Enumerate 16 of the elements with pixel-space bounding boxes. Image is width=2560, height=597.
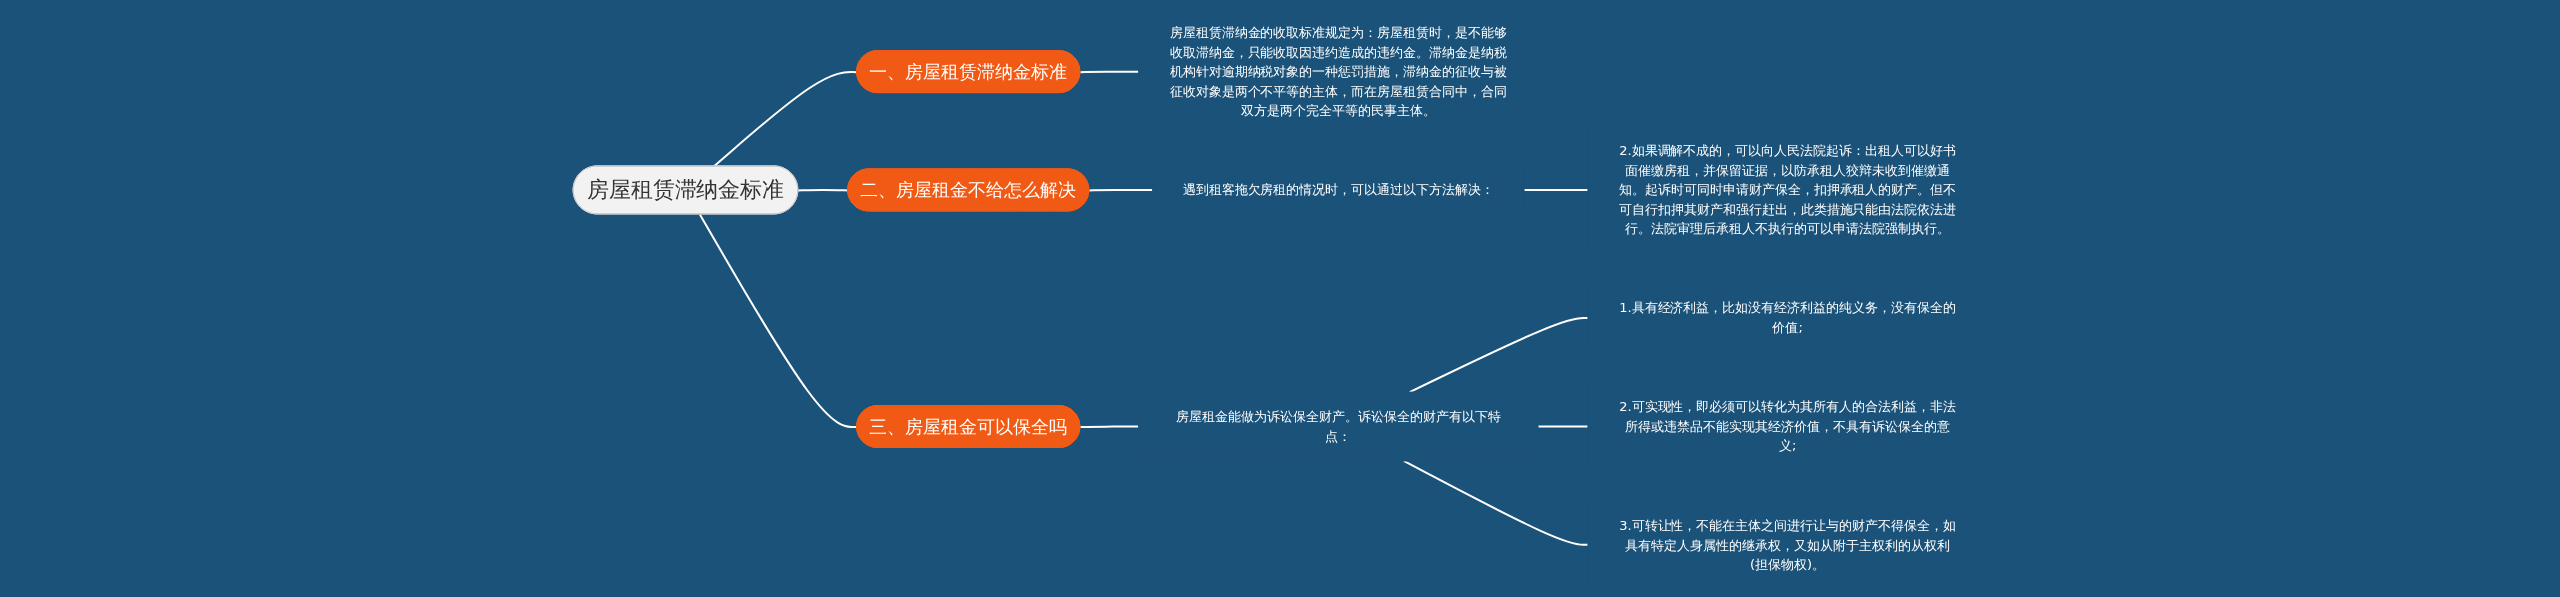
connector bbox=[1088, 188, 1154, 192]
node-text: 2.如果调解不成的，可以向人民法院起诉：出租人可以好书面催缴房租，并保留证据，以防承租人狡辩未收到催缴通知。起诉时可同时申请财产保全，扣押承租人的财产。但不可自行扣押其财产和强行赶出，此类措施只能由法院依法进行。法院审理后承租人不执行的可以申请法院强制执行。 bbox=[1618, 143, 1957, 237]
node-text: 房屋租金能做为诉讼保全财产。诉讼保全的财产有以下特点： bbox=[1175, 409, 1501, 444]
connector bbox=[1522, 188, 1589, 191]
node-text: 房屋租赁滞纳金的收取标准规定为：房屋租赁时，是不能够收取滞纳金，只能收取因违约造成的违约金。滞纳金是纳税机构针对逾期纳税对象的一种惩罚措施，滞纳金的征收与被征收对象是两个不平等的主体，而在房屋租赁合同中，合同双方是两个完全平等的民事主体。 bbox=[1169, 24, 1507, 118]
node-text: 遇到租客拖欠房租的情况时，可以通过以下方法解决： bbox=[1182, 182, 1494, 198]
connector bbox=[698, 213, 858, 429]
connector bbox=[1079, 425, 1140, 429]
node-text: 1.具有经济利益，比如没有经济利益的纯义务，没有保全的价值; bbox=[1618, 300, 1956, 335]
connector bbox=[797, 189, 849, 192]
node-text: 3.可转让性，不能在主体之间进行让与的财产不得保全，如具有特定人身属性的继承权，又如从附于主权利的从权利(担保物权)。 bbox=[1618, 517, 1956, 572]
connector bbox=[1402, 460, 1589, 546]
connector bbox=[1536, 425, 1589, 428]
node-text: 2.可实现性，即必须可以转化为其所有人的合法利益，非法所得或违禁品不能实现其经济价值，不具有诉讼保全的意义; bbox=[1618, 399, 1956, 454]
connector bbox=[1079, 70, 1140, 74]
connector bbox=[1408, 316, 1589, 394]
